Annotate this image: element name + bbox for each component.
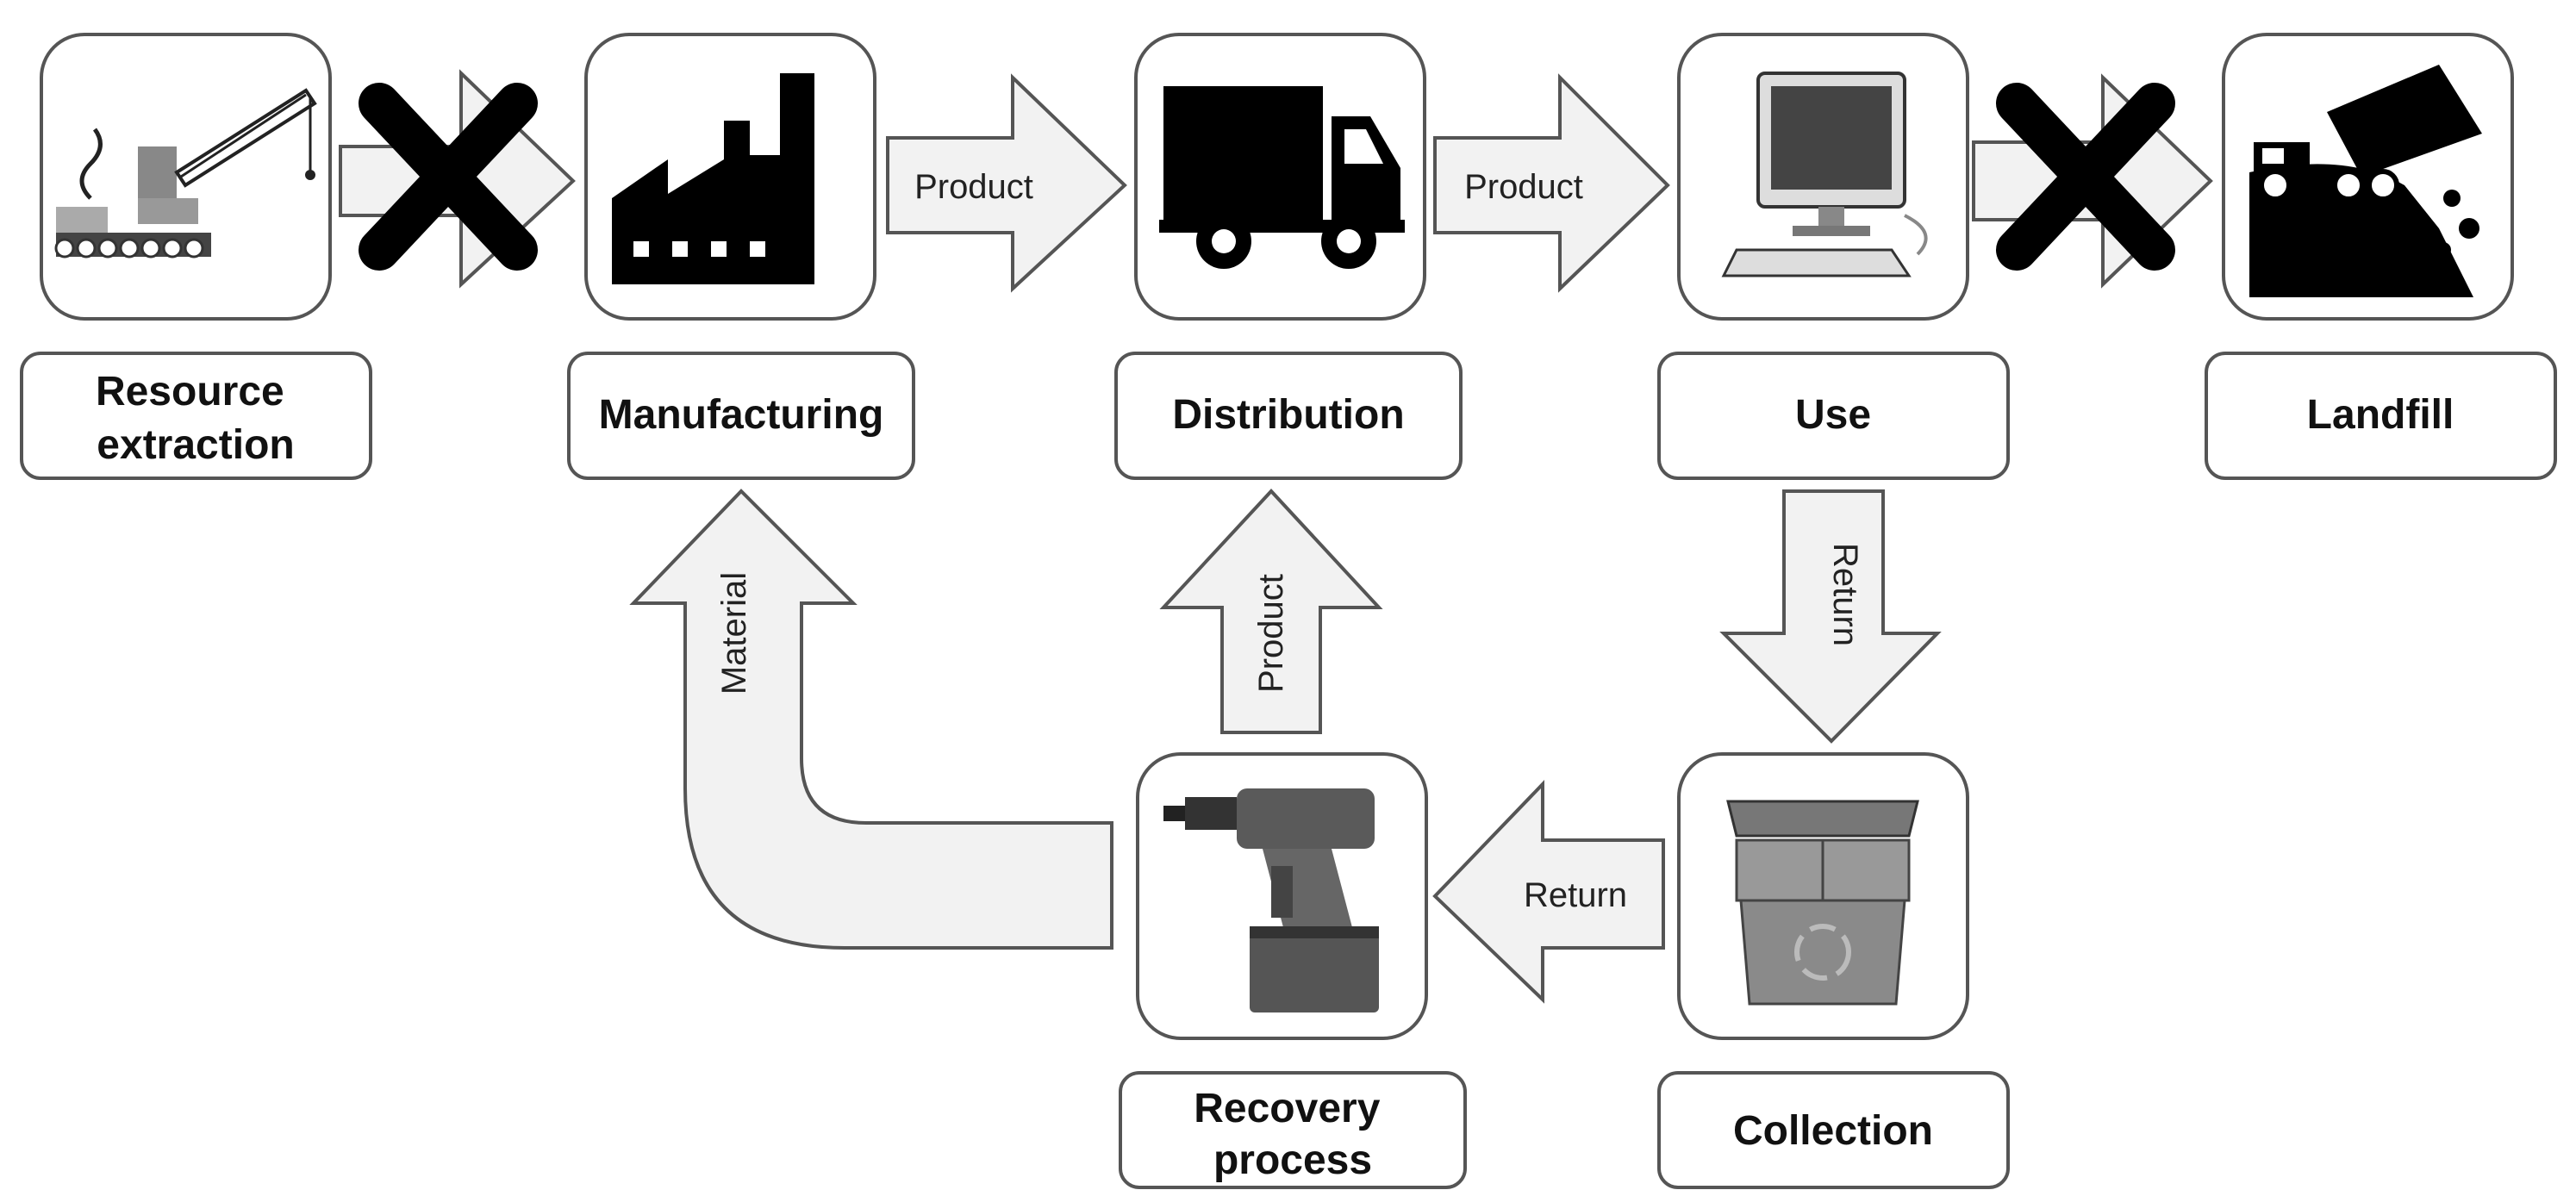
stage-manufacturing bbox=[584, 33, 876, 321]
arrow-recovery-to-manufacturing: Material bbox=[629, 489, 1113, 950]
flow-label: Product bbox=[914, 168, 1033, 206]
svg-text:Landfill: Landfill bbox=[2307, 392, 2454, 438]
label-recovery-process: Recovery process bbox=[1119, 1071, 1467, 1189]
stage-use bbox=[1677, 33, 1969, 321]
svg-text:Recovery process: Recovery process bbox=[1194, 1086, 1391, 1183]
arrow-manufacturing-to-distribution: Product bbox=[886, 73, 1127, 293]
svg-text:Manufacturing: Manufacturing bbox=[599, 392, 884, 438]
blocked-flow-x-icon bbox=[1996, 83, 2175, 271]
stage-landfill bbox=[2222, 33, 2514, 321]
stage-resource-extraction bbox=[40, 33, 332, 321]
svg-text:Collection: Collection bbox=[1733, 1108, 1933, 1154]
crane-icon bbox=[54, 88, 317, 259]
computer-icon bbox=[1721, 72, 1928, 277]
arrow-recovery-to-distribution: Product bbox=[1159, 489, 1383, 734]
flow-label: Return bbox=[1524, 876, 1627, 914]
svg-text:Use: Use bbox=[1795, 392, 1871, 438]
label-distribution: Distribution bbox=[1114, 352, 1463, 480]
svg-text:Resource extraction: Resource extraction bbox=[96, 369, 296, 468]
svg-text:Distribution: Distribution bbox=[1172, 392, 1404, 438]
flow-label: Material bbox=[715, 572, 753, 695]
label-collection: Collection bbox=[1657, 1071, 2010, 1189]
arrow-use-to-collection: Return bbox=[1719, 489, 1942, 744]
flow-label: Product bbox=[1252, 574, 1290, 693]
stage-collection bbox=[1677, 752, 1969, 1040]
blocked-flow-x-icon bbox=[359, 83, 538, 271]
flow-label: Return bbox=[1826, 543, 1864, 646]
truck-icon bbox=[1159, 86, 1405, 269]
arrow-distribution-to-use: Product bbox=[1433, 73, 1670, 293]
dump-truck-icon bbox=[2249, 65, 2482, 297]
arrow-collection-to-recovery: Return bbox=[1432, 780, 1665, 1004]
label-use: Use bbox=[1657, 352, 2010, 480]
stage-distribution bbox=[1134, 33, 1426, 321]
factory-icon bbox=[612, 73, 814, 284]
flow-label: Product bbox=[1464, 168, 1583, 206]
stage-recovery-process bbox=[1136, 752, 1428, 1040]
label-manufacturing: Manufacturing bbox=[567, 352, 915, 480]
recycle-bin-icon bbox=[1726, 800, 1919, 1006]
drill-icon bbox=[1163, 788, 1379, 1012]
label-resource-extraction: Resource extraction bbox=[20, 352, 372, 480]
label-landfill: Landfill bbox=[2205, 352, 2557, 480]
